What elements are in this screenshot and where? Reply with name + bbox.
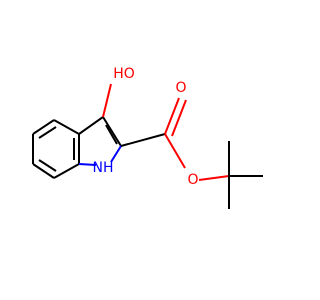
structure-canvas: HO O O NH (32, 66, 263, 209)
ester-oxygen-label: O (187, 172, 198, 188)
bond-c6-c7 (53, 163, 80, 179)
molecule-drawing: HO O O NH (32, 66, 263, 209)
aromatic-inner-2 (38, 159, 57, 172)
bond-c7a-c4 (32, 119, 55, 135)
nitrogen-label: NH (93, 160, 114, 176)
carbonyl-oxygen-label: O (175, 80, 186, 96)
bond-c5-c6 (32, 163, 55, 179)
aromatic-inner-1 (38, 126, 57, 139)
bond-c2-ccarbonyl (120, 133, 166, 147)
bond-c3a-c7a (53, 119, 80, 135)
bond-c-o-double-1 (164, 97, 180, 135)
bond-o-ctert (198, 175, 230, 181)
bond-c-o-single (164, 133, 186, 169)
bond-n1-c7a (78, 163, 97, 166)
bond-c3a-c3 (78, 116, 104, 135)
bond-c3-c2-double (105, 124, 118, 145)
hydroxyl-label: HO (113, 66, 135, 82)
bond-c3-c2 (102, 116, 122, 147)
bond-c-o-double-2 (171, 99, 187, 137)
bond-c3-oh (102, 83, 112, 118)
bond-c2-n1 (110, 145, 122, 163)
